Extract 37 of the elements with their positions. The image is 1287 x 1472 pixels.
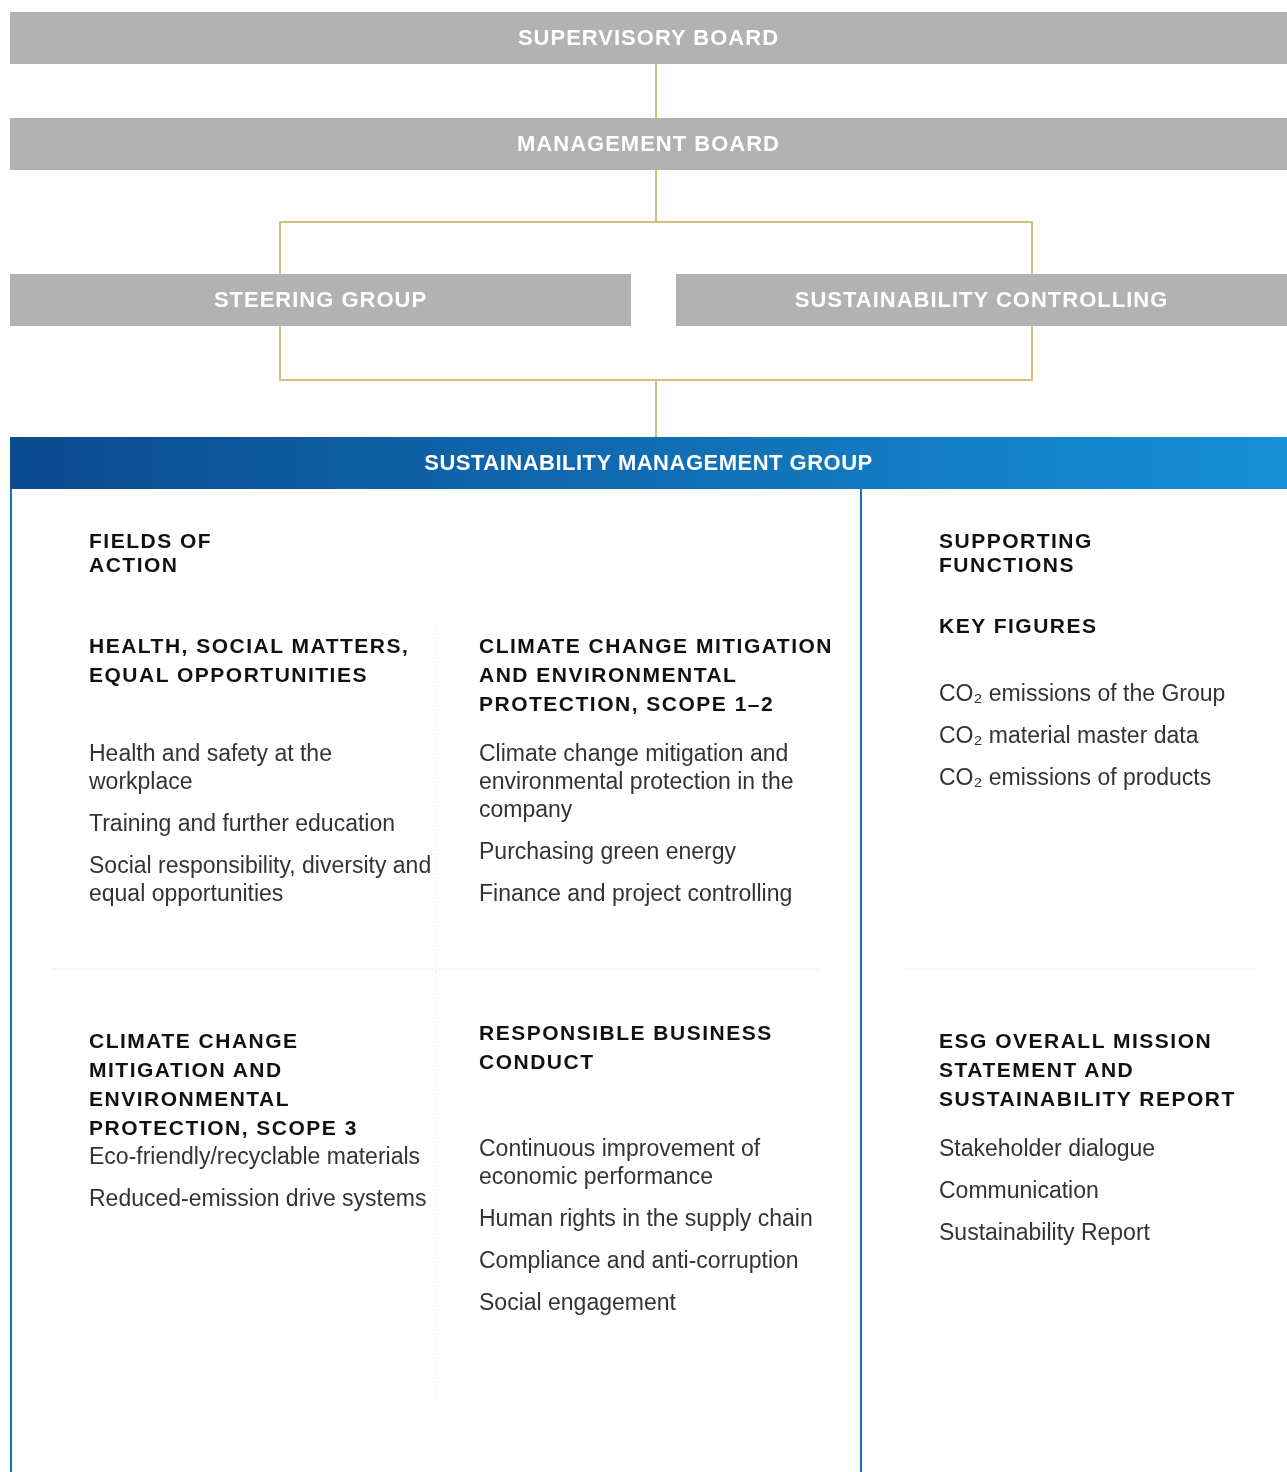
field-heading: CLIMATE CHANGE MITIGATION AND ENVIRONMENTAL PROTECTION, SCOPE 1–2: [479, 633, 835, 717]
bar-title: SUSTAINABILITY CONTROLLING: [794, 287, 1169, 313]
bar-title: STEERING GROUP: [213, 287, 428, 313]
list-item: Compliance and anti-corruption: [479, 1246, 800, 1274]
list-item: CO₂ emissions of products: [939, 763, 1213, 791]
list-item: CO₂ material master data: [939, 721, 1200, 749]
bar-title: SUPERVISORY BOARD: [517, 25, 780, 51]
connector-line: [655, 63, 657, 119]
list-item: CO₂ emissions of the Group: [939, 679, 1227, 707]
bar-title: MANAGEMENT BOARD: [517, 131, 780, 157]
list-item: Continuous improvement of economic performance: [479, 1134, 762, 1190]
list-item: Social engagement: [479, 1288, 677, 1316]
field-heading: ESG OVERALL MISSION STATEMENT AND SUSTAINABILITY REPORT: [939, 1028, 1237, 1112]
section-heading: SUPPORTING FUNCTIONS: [939, 529, 1094, 577]
list-item: Social responsibility, diversity and equal opportunities: [89, 851, 433, 907]
list-item: Finance and project controlling: [479, 879, 794, 907]
list-item: Health and safety at the workplace: [89, 739, 333, 795]
field-heading: HEALTH, SOCIAL MATTERS, EQUAL OPPORTUNITIES: [89, 633, 411, 688]
list-item: Stakeholder dialogue: [939, 1134, 1157, 1162]
list-item: Sustainability Report: [939, 1218, 1151, 1246]
org-bar: [676, 274, 1287, 326]
field-heading: RESPONSIBLE BUSINESS CONDUCT: [479, 1020, 774, 1075]
field-heading: KEY FIGURES: [939, 613, 1099, 639]
list-item: Training and further education: [89, 809, 396, 837]
list-item: Purchasing green energy: [479, 837, 737, 865]
list-item: Reduced-emission drive systems: [89, 1184, 428, 1212]
list-item: Communication: [939, 1176, 1100, 1204]
list-item: Climate change mitigation and environmental protection in the company: [479, 739, 795, 823]
field-heading: CLIMATE CHANGE MITIGATION AND ENVIRONMENTAL PROTECTION, SCOPE 3: [89, 1028, 359, 1141]
panel: [10, 437, 1287, 1472]
org-bar: [10, 118, 1287, 170]
org-bar: [10, 12, 1287, 64]
panel-header: SUSTAINABILITY MANAGEMENT GROUP: [10, 437, 1287, 489]
section-heading: FIELDS OF ACTION: [89, 529, 214, 577]
org-bar: [10, 274, 631, 326]
list-item: Eco-friendly/recyclable materials: [89, 1142, 422, 1170]
list-item: Human rights in the supply chain: [479, 1204, 814, 1232]
